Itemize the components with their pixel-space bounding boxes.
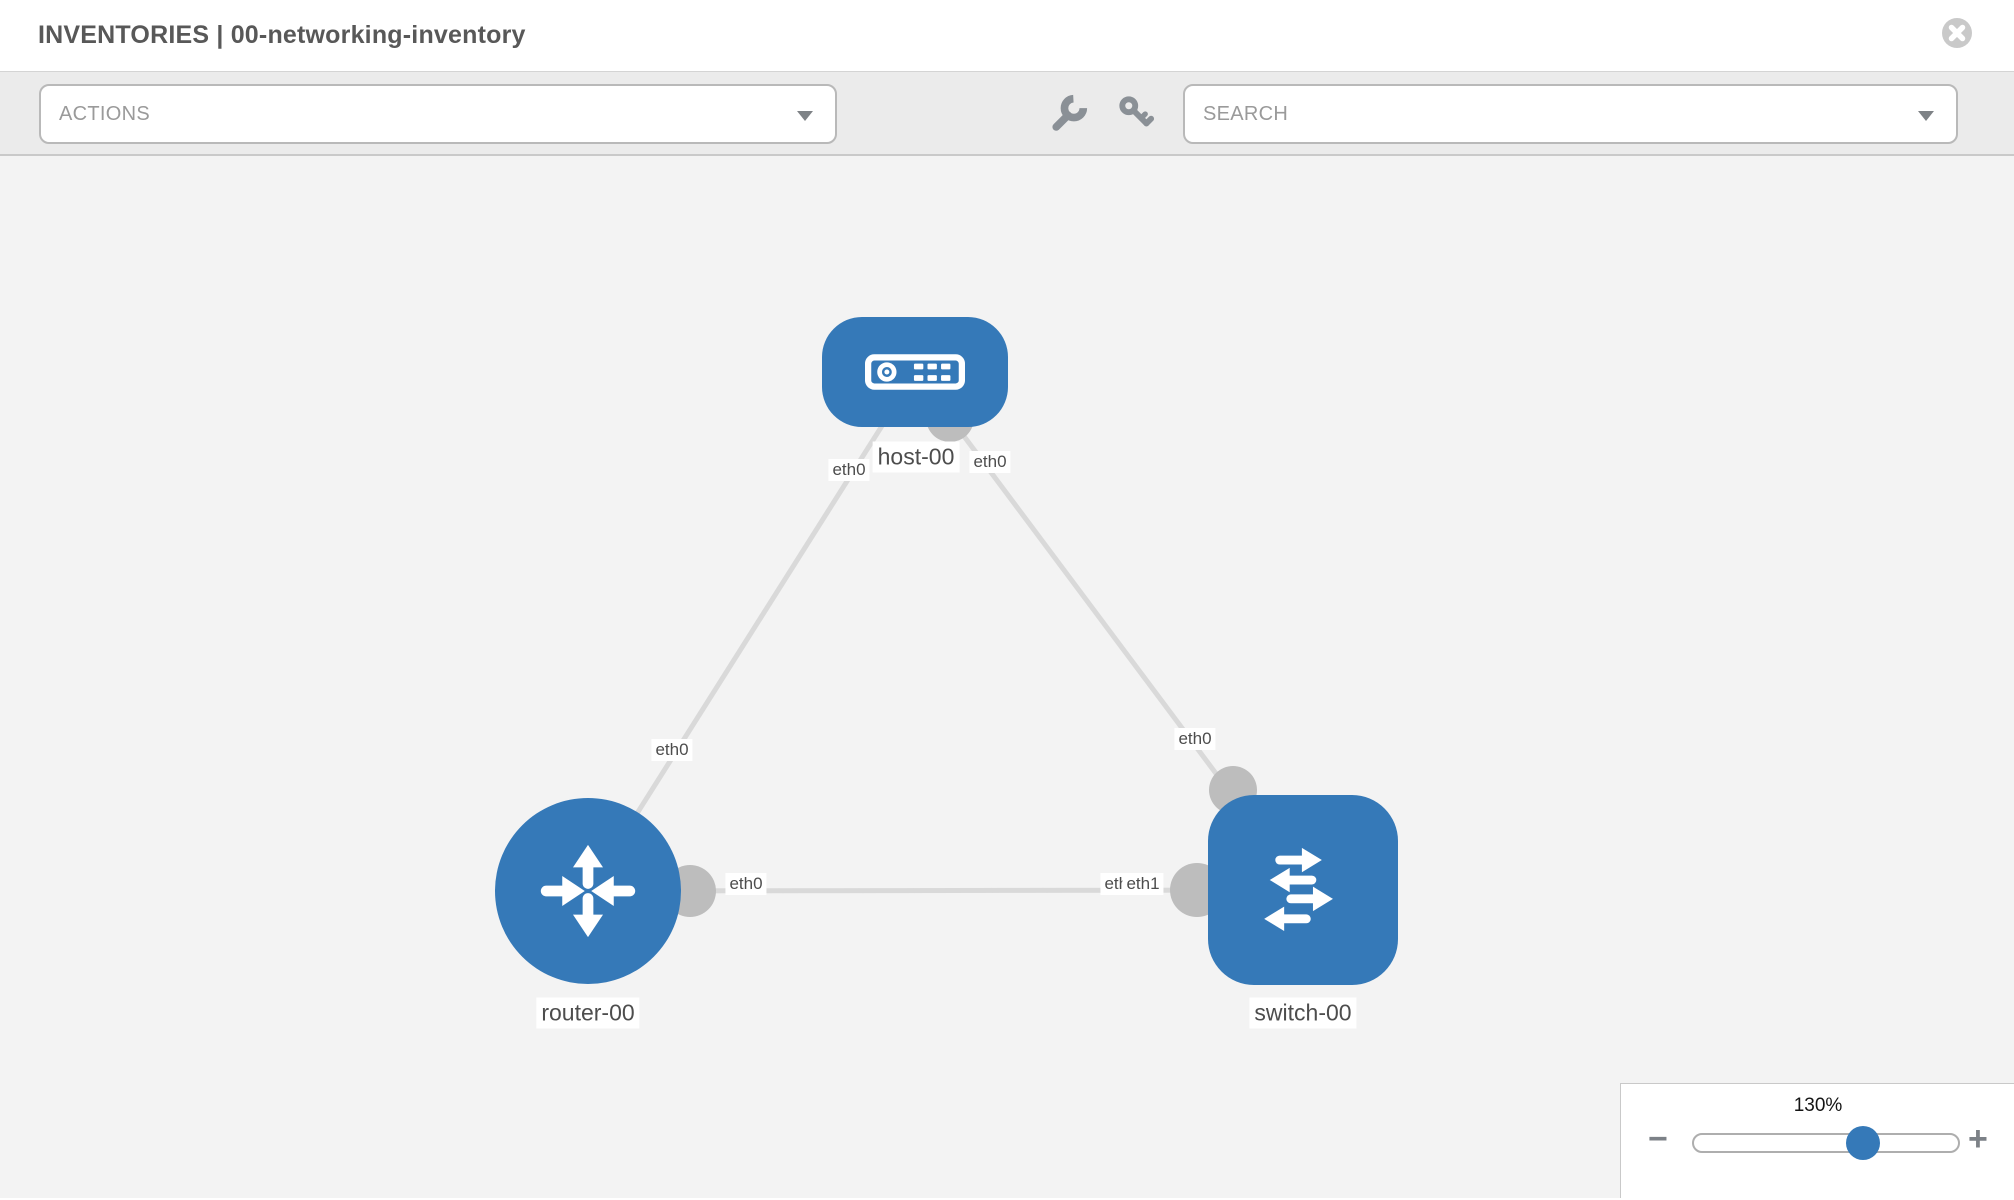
chevron-down-icon	[1918, 111, 1934, 121]
switch-icon	[1264, 847, 1333, 932]
wrench-button[interactable]	[1048, 94, 1088, 134]
actions-dropdown-label: ACTIONS	[59, 103, 150, 125]
node-host-00[interactable]	[822, 317, 1008, 427]
topology-canvas[interactable]: host-00 router-00 switch-00 eth0 eth0 et…	[0, 156, 2014, 1198]
search-dropdown[interactable]: SEARCH	[1183, 84, 1958, 144]
interface-label-router-to-switch: eth0	[725, 873, 767, 895]
zoom-slider-track[interactable]	[1692, 1133, 1960, 1153]
key-button[interactable]	[1117, 94, 1157, 134]
toolbar: ACTIONS SEARCH	[0, 72, 2014, 156]
node-switch-00[interactable]	[1208, 795, 1398, 985]
zoom-in-button[interactable]: +	[1968, 1120, 1988, 1158]
node-label-switch: switch-00	[1249, 997, 1357, 1029]
chevron-down-icon	[797, 111, 813, 121]
link-host-router[interactable]	[585, 370, 919, 893]
page-title: INVENTORIES | 00-networking-inventory	[38, 21, 526, 49]
interface-label-switch-to-host: eth0	[1174, 728, 1216, 750]
interface-label-host-to-router: eth0	[828, 459, 870, 481]
node-label-router: router-00	[536, 997, 640, 1029]
actions-dropdown[interactable]: ACTIONS	[39, 84, 837, 144]
topology-links-layer	[585, 370, 1306, 917]
zoom-slider-thumb[interactable]	[1846, 1126, 1880, 1160]
close-button[interactable]	[1941, 17, 1973, 49]
interface-label-switch-to-router: eth1	[1122, 873, 1164, 895]
key-icon	[1119, 96, 1155, 127]
search-dropdown-label: SEARCH	[1203, 103, 1289, 125]
wrench-icon	[1052, 94, 1088, 131]
router-icon	[540, 844, 636, 938]
page-header: INVENTORIES | 00-networking-inventory	[0, 0, 2014, 72]
host-icon	[865, 354, 965, 390]
zoom-out-button[interactable]: −	[1648, 1120, 1668, 1158]
zoom-control-panel: 130% − +	[1620, 1083, 2014, 1198]
zoom-level-value: 130%	[1793, 1095, 1843, 1116]
interface-label-host-to-switch: eth0	[969, 451, 1011, 473]
close-icon	[1942, 18, 1972, 48]
interface-label-router-to-host: eth0	[651, 739, 693, 761]
node-label-host: host-00	[872, 441, 960, 473]
node-router-00[interactable]	[495, 798, 681, 984]
